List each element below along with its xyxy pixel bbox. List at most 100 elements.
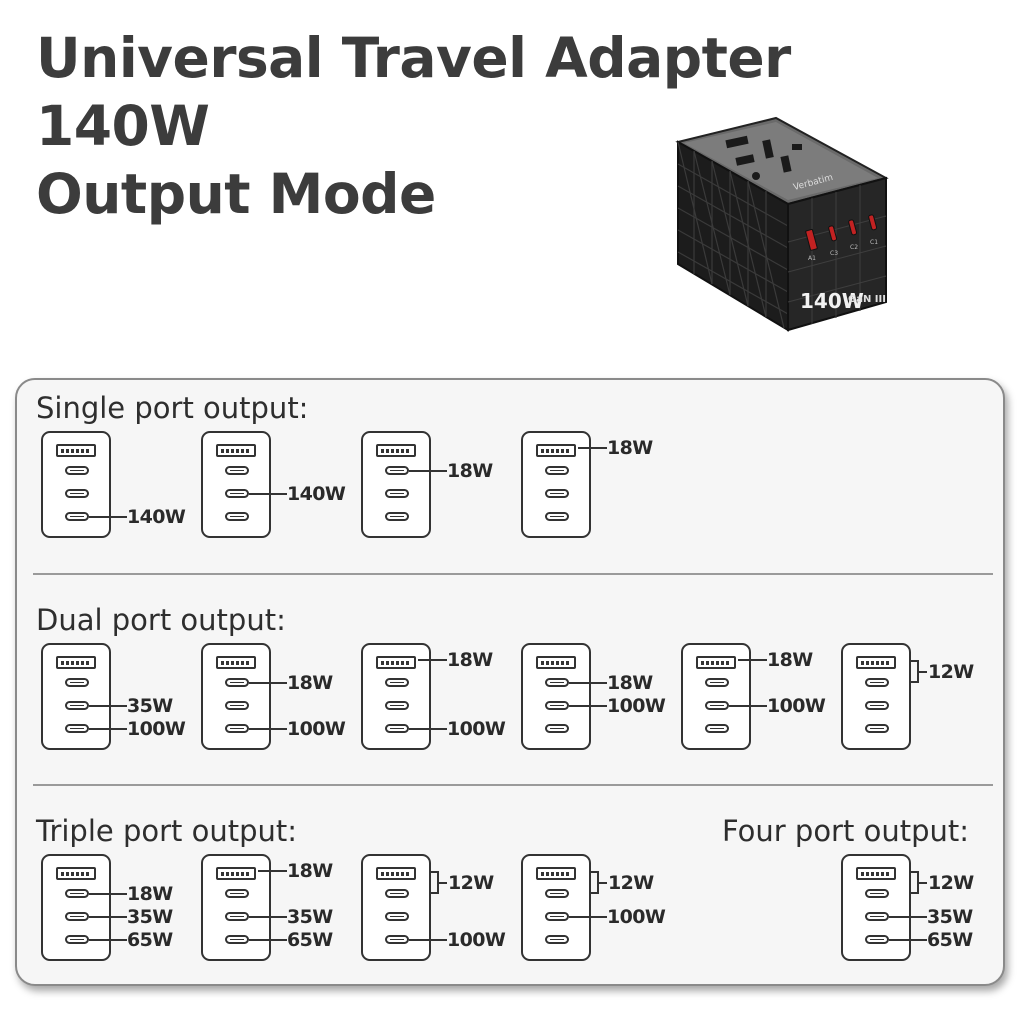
port-diagram-unit — [201, 431, 271, 538]
wattage-label: 65W — [927, 929, 973, 951]
usb-c-port-icon — [545, 935, 569, 944]
usb-c-port-icon — [65, 512, 89, 521]
usb-c-port-icon — [545, 701, 569, 710]
usb-c-port-icon — [865, 889, 889, 898]
usb-a-port-icon — [216, 444, 256, 457]
bracket-connector — [911, 660, 919, 683]
usb-c-port-icon — [385, 489, 409, 498]
wattage-label: 12W — [928, 871, 974, 894]
wattage-label: 18W — [447, 649, 493, 671]
page-title: Universal Travel Adapter 140W Output Mod… — [36, 24, 976, 228]
usb-c-port-icon — [225, 466, 249, 475]
port-diagram-unit — [841, 643, 911, 750]
wattage-label: 65W — [127, 929, 173, 951]
label-leader-line — [89, 893, 127, 895]
badge-gan: GaN III — [848, 294, 886, 305]
label-leader-line — [569, 916, 607, 918]
label-leader-line — [919, 881, 927, 884]
usb-c-port-icon — [385, 678, 409, 687]
label-leader-line — [889, 939, 927, 941]
wattage-label: 100W — [607, 906, 666, 928]
port-diagram-unit — [201, 643, 271, 750]
port-diagram-unit — [361, 431, 431, 538]
usb-c-port-icon — [225, 489, 249, 498]
usb-c-port-icon — [225, 912, 249, 921]
usb-a-port-icon — [216, 867, 256, 880]
usb-a-port-icon — [536, 444, 576, 457]
usb-c-port-icon — [865, 912, 889, 921]
usb-c-port-icon — [65, 701, 89, 710]
usb-a-port-icon — [696, 656, 736, 669]
usb-c-port-icon — [65, 489, 89, 498]
wattage-label: 100W — [127, 718, 186, 740]
usb-c-port-icon — [705, 724, 729, 733]
port-diagram-unit — [201, 854, 271, 961]
label-leader-line — [89, 916, 127, 918]
usb-c-port-icon — [225, 512, 249, 521]
usb-c-port-icon — [545, 678, 569, 687]
usb-a-port-icon — [56, 867, 96, 880]
port-diagram-unit — [841, 854, 911, 961]
usb-c-port-icon — [65, 889, 89, 898]
wattage-label: 100W — [447, 718, 506, 740]
label-leader-line — [409, 728, 447, 730]
usb-c-port-icon — [705, 701, 729, 710]
label-leader-line — [569, 682, 607, 684]
port-diagram-unit — [521, 854, 591, 961]
usb-c-port-icon — [385, 935, 409, 944]
wattage-label: 35W — [127, 906, 173, 928]
label-leader-line — [89, 728, 127, 730]
section-four-port: Four port output: — [722, 814, 969, 848]
label-leader-line — [578, 447, 607, 449]
wattage-label: 18W — [607, 437, 653, 459]
usb-c-port-icon — [865, 935, 889, 944]
section-triple-port: Triple port output: — [36, 814, 298, 848]
usb-c-port-icon — [225, 889, 249, 898]
wattage-label: 18W — [287, 860, 333, 882]
label-leader-line — [249, 728, 287, 730]
wattage-label: 100W — [287, 718, 346, 740]
svg-text:A1: A1 — [808, 255, 816, 262]
label-leader-line — [249, 939, 287, 941]
divider-2 — [33, 784, 993, 786]
usb-a-port-icon — [56, 444, 96, 457]
wattage-label: 140W — [287, 483, 346, 505]
usb-c-port-icon — [225, 701, 249, 710]
title-line-1: Universal Travel Adapter 140W — [36, 26, 791, 158]
usb-c-port-icon — [225, 678, 249, 687]
usb-c-port-icon — [225, 724, 249, 733]
label-leader-line — [409, 470, 447, 472]
badge-140w: 140W — [800, 289, 864, 313]
usb-c-port-icon — [385, 724, 409, 733]
section-single-port: Single port output: — [36, 391, 309, 425]
usb-a-port-icon — [376, 444, 416, 457]
wattage-label: 100W — [607, 695, 666, 717]
wattage-label: 18W — [447, 460, 493, 482]
wattage-label: 18W — [287, 672, 333, 694]
usb-c-port-icon — [65, 724, 89, 733]
usb-c-port-icon — [545, 489, 569, 498]
svg-text:C1: C1 — [870, 239, 878, 246]
usb-c-port-icon — [865, 678, 889, 687]
usb-c-port-icon — [65, 935, 89, 944]
port-diagram-unit — [521, 643, 591, 750]
usb-c-port-icon — [225, 935, 249, 944]
output-mode-panel — [15, 378, 1005, 986]
usb-c-port-icon — [865, 724, 889, 733]
usb-a-port-icon — [536, 867, 576, 880]
bracket-connector — [431, 871, 439, 894]
label-leader-line — [729, 705, 767, 707]
port-diagram-unit — [41, 854, 111, 961]
bracket-connector — [591, 871, 599, 894]
wattage-label: 12W — [928, 660, 974, 683]
usb-c-port-icon — [65, 466, 89, 475]
label-leader-line — [738, 659, 767, 661]
port-diagram-unit — [361, 854, 431, 961]
usb-c-port-icon — [545, 912, 569, 921]
usb-c-port-icon — [385, 912, 409, 921]
wattage-label: 12W — [448, 871, 494, 894]
label-leader-line — [258, 870, 287, 872]
label-leader-line — [409, 939, 447, 941]
wattage-label: 65W — [287, 929, 333, 951]
usb-a-port-icon — [856, 656, 896, 669]
